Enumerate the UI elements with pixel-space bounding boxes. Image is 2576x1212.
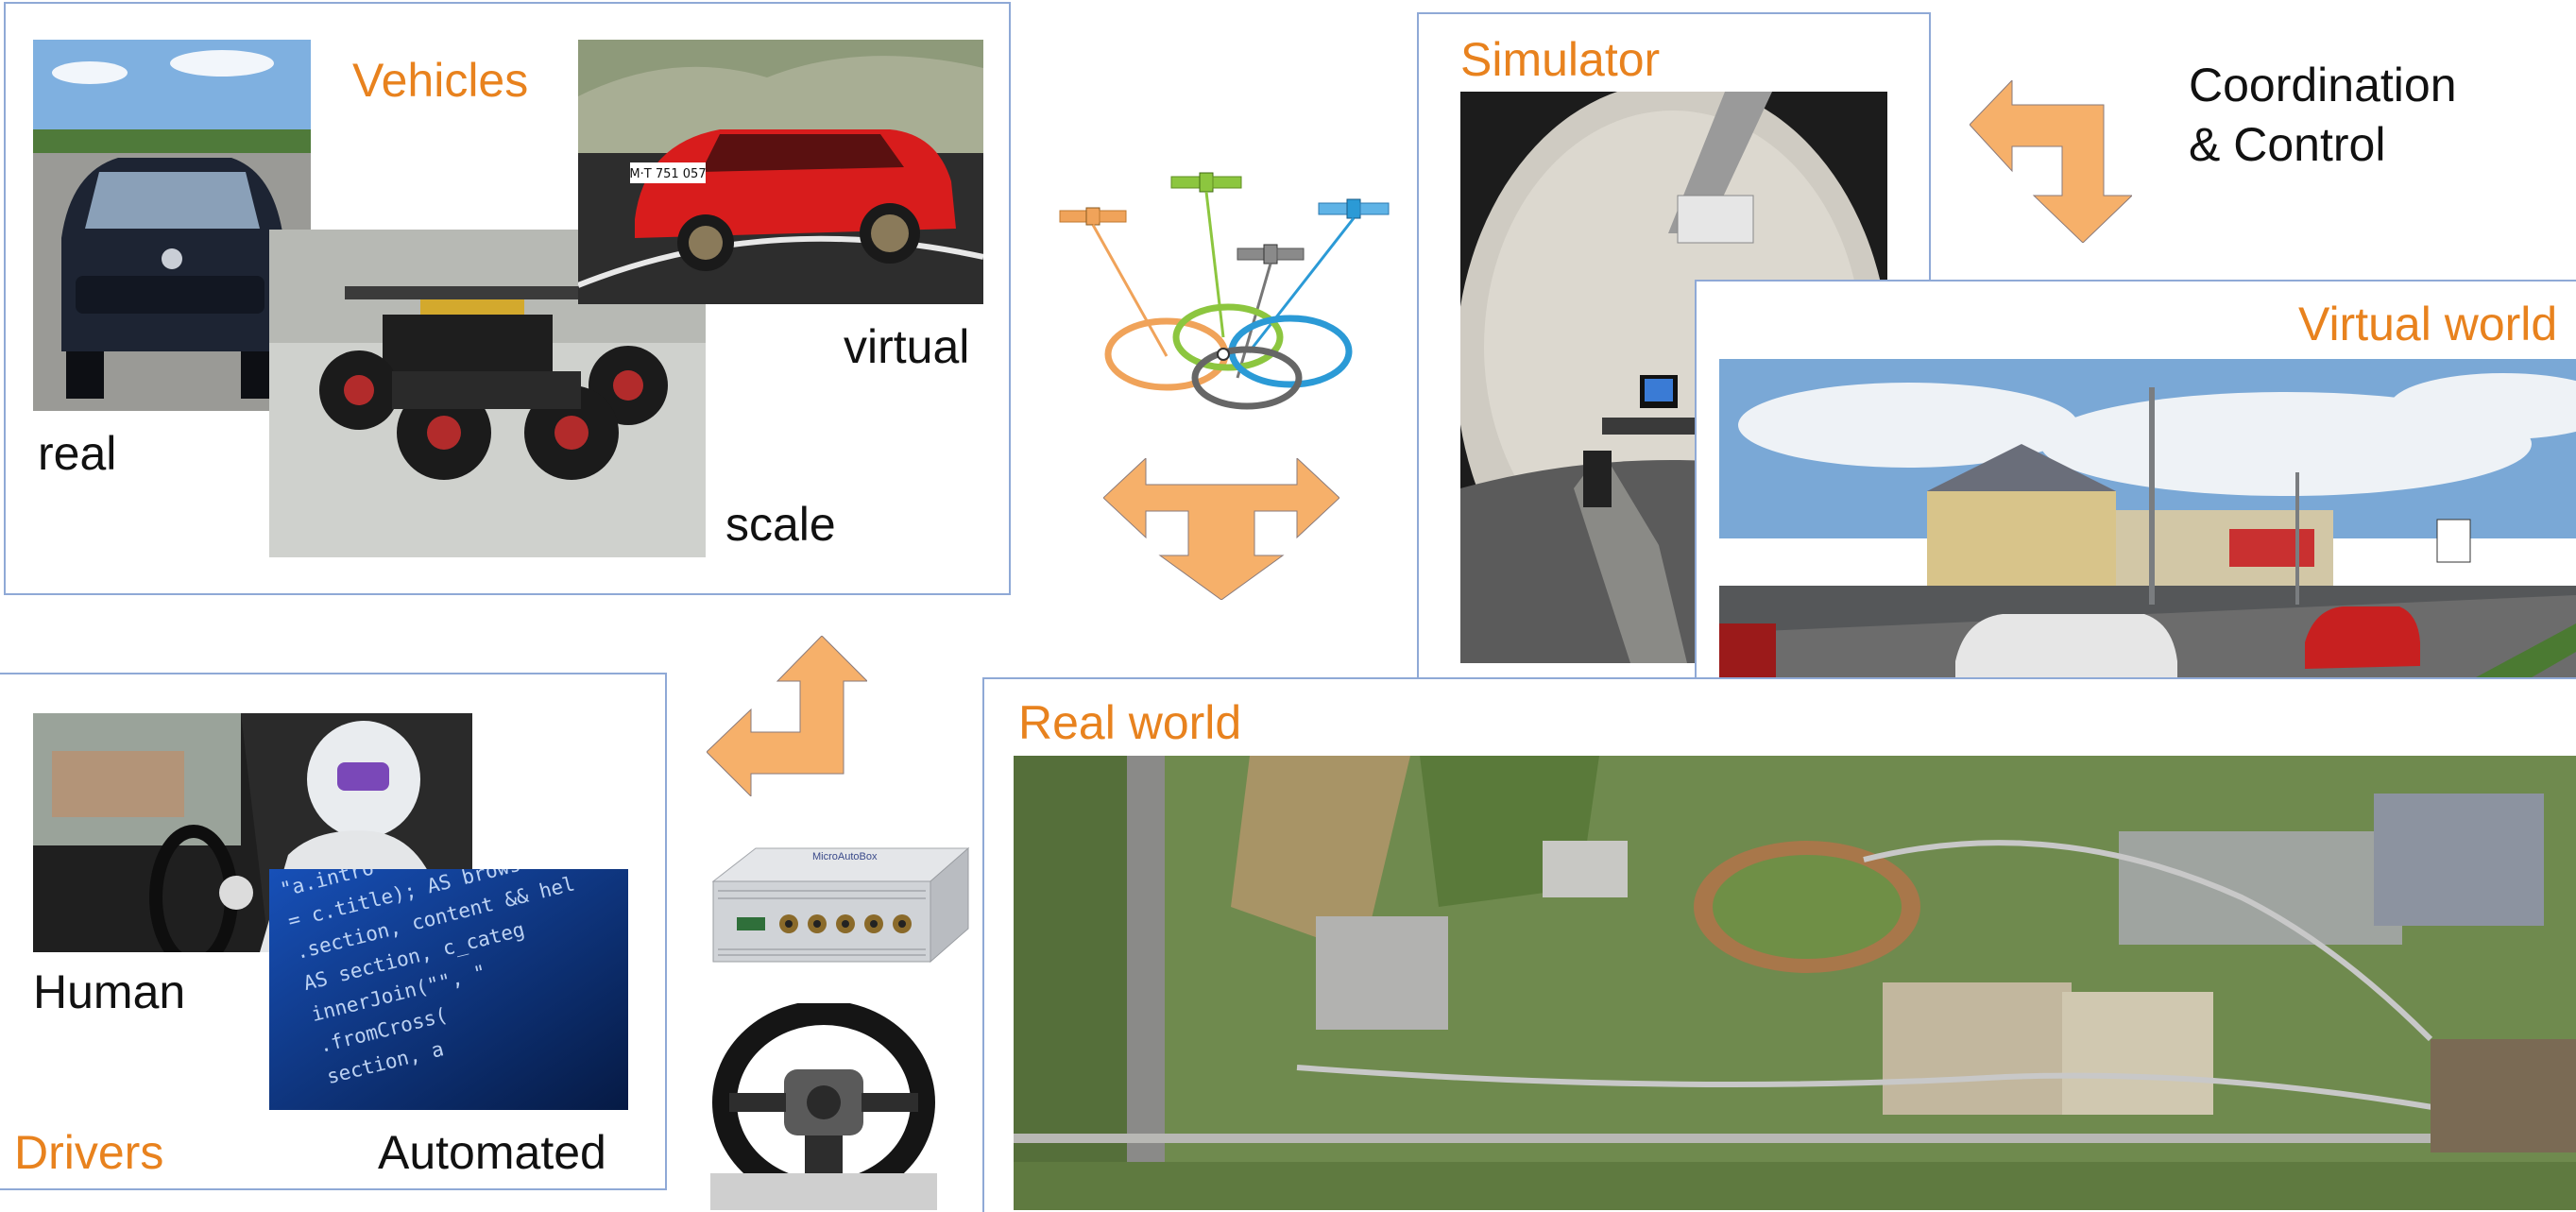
real-world-title: Real world xyxy=(1018,696,1242,749)
virtual-label: virtual xyxy=(844,320,970,373)
drivers-vehicles-arrow xyxy=(707,636,867,796)
virtual-world-title: Virtual world xyxy=(2298,298,2558,350)
microautobox-brand: MicroAutoBox xyxy=(812,851,878,862)
human-label: Human xyxy=(33,965,186,1018)
steering-wheel-device xyxy=(710,1003,937,1210)
virtual-car-plate: M·T 751 057 xyxy=(629,167,706,181)
simulator-title: Simulator xyxy=(1460,33,1661,86)
satellite-positioning-diagram xyxy=(1059,172,1390,410)
satellite-blue-icon xyxy=(1318,198,1390,219)
vehicles-title: Vehicles xyxy=(352,54,529,107)
virtual-car-render: M·T 751 057 xyxy=(578,40,983,304)
satellite-orange-icon xyxy=(1059,207,1127,226)
real-label: real xyxy=(38,427,117,480)
scale-label: scale xyxy=(725,498,836,551)
satellite-gray-icon xyxy=(1237,244,1305,265)
drivers-title: Drivers xyxy=(14,1126,164,1179)
automated-label: Automated xyxy=(378,1126,606,1179)
real-car-photo xyxy=(33,40,311,411)
microautobox-device: MicroAutoBox xyxy=(699,844,973,971)
automated-driver-code-image: "a.intro = c.title); AS browser .section… xyxy=(269,869,628,1110)
real-world-aerial-map xyxy=(1014,756,2576,1210)
coordination-line1: Coordination xyxy=(2189,59,2457,111)
satellite-green-icon xyxy=(1170,172,1242,193)
coordination-arrow xyxy=(1970,80,2132,243)
three-way-arrow xyxy=(1103,458,1339,600)
coordination-line2: & Control xyxy=(2189,118,2386,171)
scale-car-photo xyxy=(269,230,706,557)
